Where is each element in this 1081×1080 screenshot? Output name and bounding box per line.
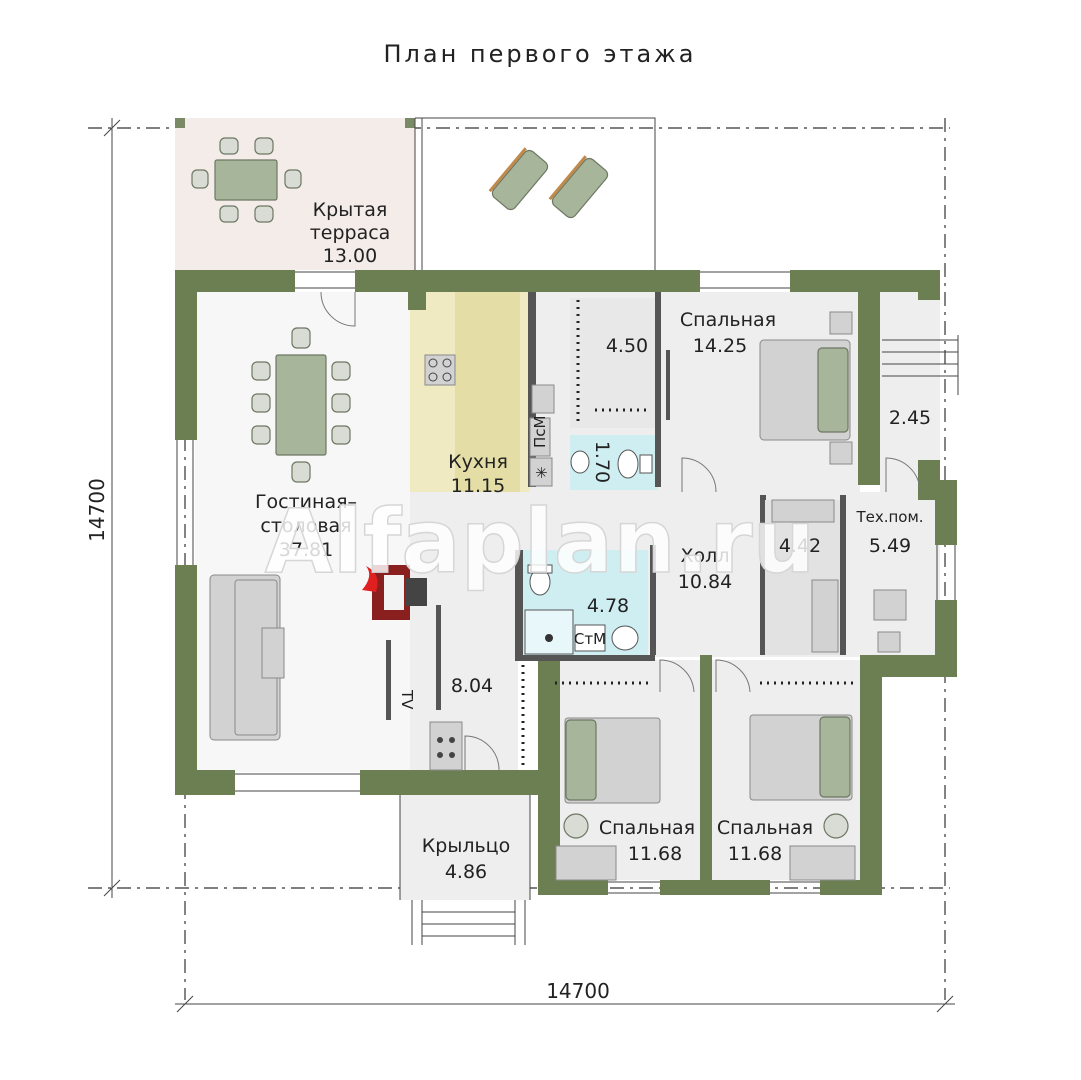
tech-label: Тех.пом. — [855, 508, 923, 526]
tv-icon — [386, 640, 391, 720]
stove-icon — [424, 354, 456, 386]
shower-icon — [524, 609, 574, 655]
room-vestibule: 2.45 — [882, 335, 959, 493]
bed-icon — [749, 714, 853, 801]
entrance-steps — [411, 900, 526, 945]
chair-icon — [291, 327, 311, 349]
room-bedroom-main: Спальная 14.25 — [666, 309, 853, 493]
washbasin-icon — [611, 625, 639, 651]
room-storage: 4.42 — [765, 499, 840, 655]
kitchen-area: 11.15 — [451, 475, 505, 497]
tech-area: 5.49 — [869, 535, 911, 557]
washbasin-icon — [570, 450, 590, 474]
chair-icon — [254, 137, 274, 155]
dimension-vertical-label: 14700 — [85, 478, 109, 542]
dimension-horizontal: 14700 — [175, 979, 955, 1013]
storage-area: 4.42 — [779, 535, 821, 557]
washer-label: СтМ — [574, 630, 606, 648]
vestibule-area: 2.45 — [889, 407, 931, 429]
hood-icon: ✳ — [529, 457, 553, 487]
chair-icon — [331, 361, 351, 381]
tv-label: TV — [398, 689, 416, 710]
terrace-label-line1: Крытая — [313, 199, 388, 221]
plan-title: План первого этажа — [383, 40, 696, 68]
watermark: Alfaplan.ru — [265, 490, 816, 593]
porch-area: 4.86 — [445, 861, 487, 883]
bedroom-3-area: 11.68 — [728, 843, 782, 865]
sun-lounger-icon — [548, 155, 609, 219]
sink-icon — [531, 384, 555, 414]
room-tech: Тех.пом. 5.49 — [855, 508, 924, 653]
desk-chair-icon — [563, 813, 589, 839]
kitchen-label: Кухня — [448, 451, 508, 473]
room-bedroom-2: Спальная 11.68 — [555, 659, 695, 881]
dimension-vertical: 14700 — [85, 118, 121, 898]
windows — [176, 271, 956, 894]
living-area: 37.81 — [279, 539, 333, 561]
bed-icon — [759, 339, 851, 441]
chair-icon — [219, 137, 239, 155]
chair-icon — [251, 425, 271, 445]
sofa-icon — [209, 574, 281, 741]
chair-icon — [331, 425, 351, 445]
bedroom-2-label: Спальная — [599, 817, 695, 839]
chair-icon — [251, 361, 271, 381]
room-living: TV Гостиная– столовая 37.81 — [209, 291, 427, 741]
bathroom-area: 4.78 — [587, 595, 629, 617]
hall-area: 10.84 — [678, 571, 732, 593]
chair-icon — [331, 393, 351, 413]
fireplace-icon — [362, 565, 410, 620]
chair-icon — [291, 461, 311, 483]
terrace-label-line2: терраса — [310, 222, 391, 244]
toilet-icon — [527, 564, 553, 596]
chair-icon — [254, 205, 274, 223]
bed-icon — [564, 717, 661, 804]
toilet-icon — [617, 449, 653, 479]
shelving-icon — [771, 499, 839, 653]
bedroom-main-area: 14.25 — [693, 335, 747, 357]
boiler-icon — [873, 589, 907, 653]
room-bathroom: СтМ 4.78 — [524, 564, 639, 655]
open-terrace — [415, 117, 656, 270]
room-bedroom-3: Спальная 11.68 — [715, 659, 856, 881]
bedroom-main-label: Спальная — [680, 309, 776, 331]
chair-icon — [191, 169, 209, 189]
entrance-steps — [882, 335, 959, 395]
room-kitchen: ПсМ ✳ Кухня 11.15 — [424, 354, 555, 497]
room-wardrobe: 4.50 — [570, 298, 655, 428]
room-porch: Крыльцо 4.86 — [399, 795, 531, 945]
room-terrace: Крытая терраса 13.00 — [175, 118, 423, 270]
room-hall: Холл 10.84 — [678, 545, 732, 593]
bedroom-3-label: Спальная — [717, 817, 813, 839]
sun-lounger-icon — [488, 147, 549, 211]
wardrobe-area: 4.50 — [606, 335, 648, 357]
chair-icon — [219, 205, 239, 223]
bedroom-2-area: 11.68 — [628, 843, 682, 865]
terrace-area: 13.00 — [323, 245, 377, 267]
porch-label: Крыльцо — [422, 835, 510, 857]
nightstand-icon — [829, 441, 853, 465]
chair-icon — [251, 393, 271, 413]
living-label-line2: столовая — [260, 515, 351, 537]
dimension-horizontal-label: 14700 — [546, 979, 610, 1003]
chair-icon — [284, 169, 302, 189]
wardrobe-icon — [429, 721, 463, 771]
bath-small-area: 1.70 — [591, 441, 613, 483]
nightstand-icon — [829, 311, 853, 335]
room-bath-small: 1.70 — [570, 441, 653, 483]
room-corridor: 8.04 — [429, 605, 525, 771]
svg-text:✳: ✳ — [535, 464, 548, 482]
dishwasher-label: ПсМ — [531, 416, 549, 448]
desk-chair-icon — [823, 813, 849, 839]
living-label-line1: Гостиная– — [255, 491, 357, 513]
corridor-area: 8.04 — [451, 675, 493, 697]
hall-label: Холл — [681, 545, 730, 567]
